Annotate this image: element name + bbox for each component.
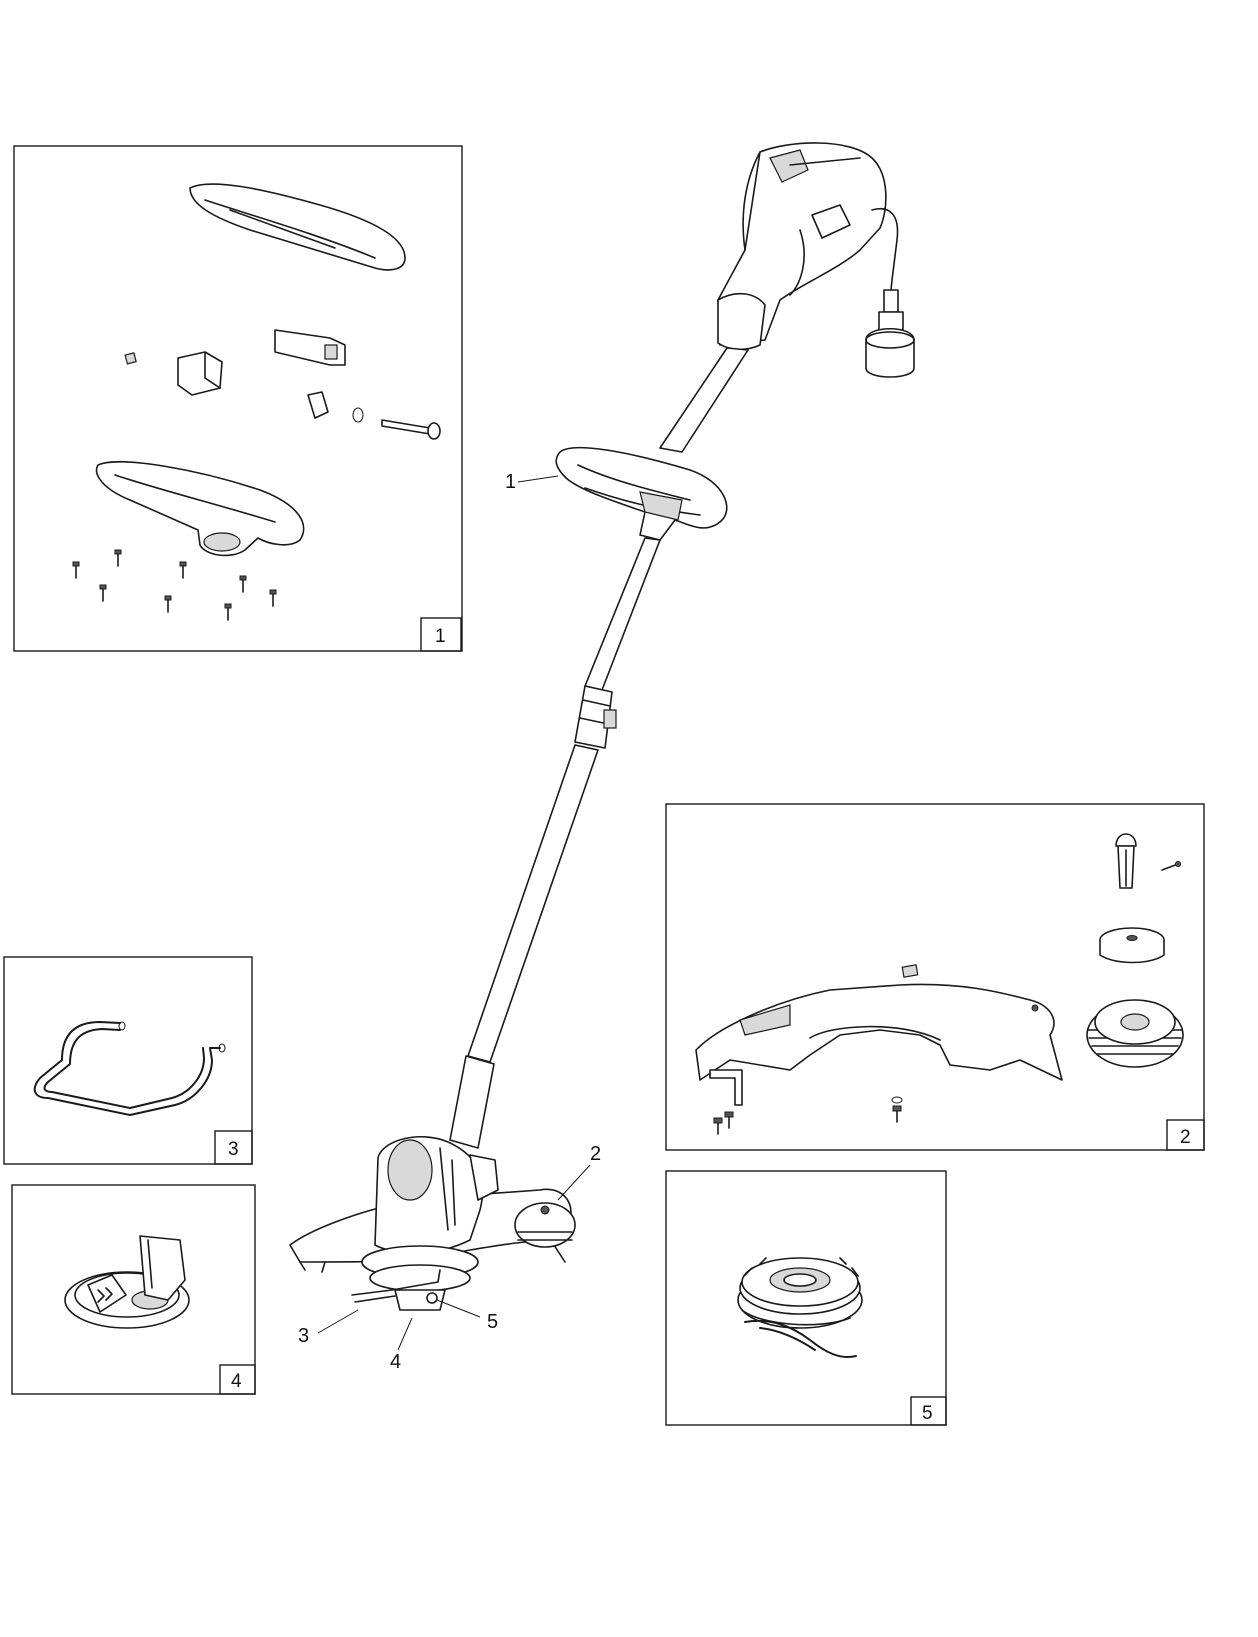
callout-3: 3 xyxy=(298,1325,309,1347)
telescopic-collar xyxy=(574,685,617,749)
detail-panel-3: 3 xyxy=(3,956,253,1165)
panel-4-label: 4 xyxy=(231,1371,242,1392)
main-trimmer-assembly: 1 2 3 4 5 xyxy=(289,142,915,1373)
motor-head-housing xyxy=(374,1135,499,1254)
guard-screw-set xyxy=(713,1096,903,1135)
edge-guide-part xyxy=(33,1021,226,1116)
guard-pin-part xyxy=(1115,833,1137,889)
spool-and-line-part xyxy=(737,1257,863,1358)
callout-4: 4 xyxy=(390,1351,401,1373)
guard-nut-part xyxy=(901,964,919,978)
spool-cap-part xyxy=(1099,927,1165,964)
leader-line-5 xyxy=(436,1299,481,1318)
spool-cover-part xyxy=(64,1235,190,1329)
edge-guide-wire xyxy=(351,1269,441,1303)
small-clip-part xyxy=(124,352,137,365)
screw-set xyxy=(72,549,277,621)
upper-shaft xyxy=(659,347,749,453)
detail-panel-4: 4 xyxy=(11,1184,256,1395)
panel-3-label: 3 xyxy=(228,1139,239,1160)
callout-5: 5 xyxy=(487,1311,498,1333)
guard-shield-part xyxy=(695,983,1063,1081)
switch-block-part xyxy=(177,351,223,396)
panel-5-label: 5 xyxy=(922,1403,933,1424)
leader-line-3 xyxy=(317,1309,359,1334)
latch-part xyxy=(307,391,329,419)
middle-shaft xyxy=(584,537,661,691)
handle-upper-half xyxy=(189,183,406,271)
panel-2-label: 2 xyxy=(1180,1127,1191,1148)
callout-1: 1 xyxy=(505,471,516,493)
small-pin-part xyxy=(1161,861,1181,871)
handle-lower-half xyxy=(95,461,305,557)
detail-panel-1: 1 xyxy=(13,145,463,652)
trigger-switch-part xyxy=(274,329,346,366)
panel-1-label: 1 xyxy=(435,626,446,647)
head-side-spool xyxy=(514,1202,576,1248)
retaining-ring-part xyxy=(352,407,364,423)
spool-wheel-part xyxy=(1086,999,1184,1068)
detail-panel-2: 2 xyxy=(665,803,1205,1151)
bolt-part xyxy=(381,419,441,440)
auxiliary-handle xyxy=(555,446,728,541)
callout-2: 2 xyxy=(590,1143,601,1165)
guard-bracket-part xyxy=(709,1069,743,1106)
trimmer-handle-housing xyxy=(717,142,887,351)
lower-shaft-sleeve xyxy=(449,1055,495,1149)
lower-shaft xyxy=(467,744,599,1063)
head-base-ring xyxy=(361,1245,479,1311)
leader-line-4 xyxy=(397,1317,413,1351)
leader-line-1 xyxy=(517,475,559,483)
leader-line-2 xyxy=(557,1164,591,1201)
power-cord-and-plug xyxy=(865,208,915,378)
detail-panel-5: 5 xyxy=(665,1170,947,1426)
